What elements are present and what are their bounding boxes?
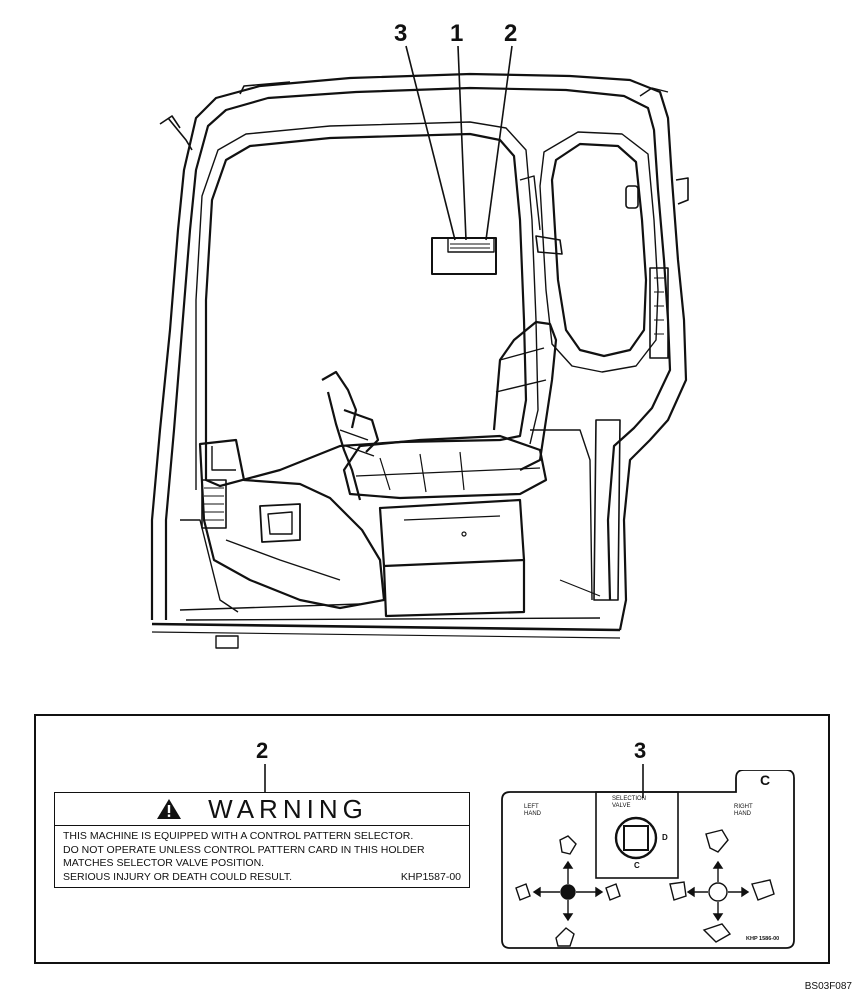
operator-cab-illustration xyxy=(150,45,689,649)
valve-letter-d: D xyxy=(662,833,668,842)
pattern-tab-letter: C xyxy=(760,772,771,788)
pattern-card-outline xyxy=(501,770,795,949)
warning-line-3: MATCHES SELECTOR VALVE POSITION. xyxy=(63,857,265,869)
seat-base xyxy=(378,419,621,618)
figure-id: BS03F087 xyxy=(804,981,852,992)
selection-valve-label: SELECTION VALVE xyxy=(612,796,647,809)
warning-label-number: 2 xyxy=(256,738,269,763)
callout-number-2: 2 xyxy=(504,20,518,47)
warning-line-1: THIS MACHINE IS EQUIPPED WITH A CONTROL … xyxy=(63,830,414,842)
control-lever-console xyxy=(180,370,386,613)
warning-heading: WARNING xyxy=(208,793,368,824)
cab-frame xyxy=(150,72,689,639)
pattern-card-part-number: KHP 1586-00 xyxy=(746,936,780,942)
callout-number-1: 1 xyxy=(450,20,464,47)
bucket-down-icon xyxy=(555,927,575,947)
front-window xyxy=(195,121,539,490)
left-hand-pattern-diagram xyxy=(515,835,621,947)
operator-seat xyxy=(342,320,558,500)
callout-number-3: 3 xyxy=(394,20,408,47)
cab-base-details xyxy=(179,603,601,649)
bucket-up-icon xyxy=(559,835,577,855)
right-hand-label: RIGHT HAND xyxy=(734,804,753,817)
boom-up-icon xyxy=(705,829,729,853)
warning-label: WARNING THIS MACHINE IS EQUIPPED WITH A … xyxy=(54,792,470,888)
callout-leader-lines xyxy=(405,45,513,241)
warning-triangle-icon xyxy=(157,799,182,819)
control-pattern-card: C LEFT HAND RIGHT HAND SELECTION VALVE D… xyxy=(500,770,804,950)
warning-body-text: THIS MACHINE IS EQUIPPED WITH A CONTROL … xyxy=(55,826,469,884)
boom-down-icon xyxy=(702,923,732,943)
side-window xyxy=(519,131,669,373)
right-hand-pattern-diagram xyxy=(669,829,775,943)
warning-label-leader xyxy=(264,764,266,792)
warning-line-2: DO NOT OPERATE UNLESS CONTROL PATTERN CA… xyxy=(63,843,425,856)
decal-detail-panel: 2 WARNING THIS MACHINE IS EQUIPPED WITH … xyxy=(34,714,830,964)
pattern-card-number: 3 xyxy=(634,738,647,763)
warning-part-number: KHP1587-00 xyxy=(400,870,461,883)
valve-letter-c: C xyxy=(634,861,640,870)
swing-right-icon xyxy=(605,883,621,901)
swing-left-icon xyxy=(515,883,531,901)
label-holder xyxy=(431,237,497,275)
warning-line-4: SERIOUS INJURY OR DEATH COULD RESULT. xyxy=(63,870,293,883)
arm-in-icon xyxy=(669,881,687,901)
left-hand-label: LEFT HAND xyxy=(524,804,542,817)
arm-out-icon xyxy=(751,879,775,901)
warning-label-header: WARNING xyxy=(55,793,469,826)
